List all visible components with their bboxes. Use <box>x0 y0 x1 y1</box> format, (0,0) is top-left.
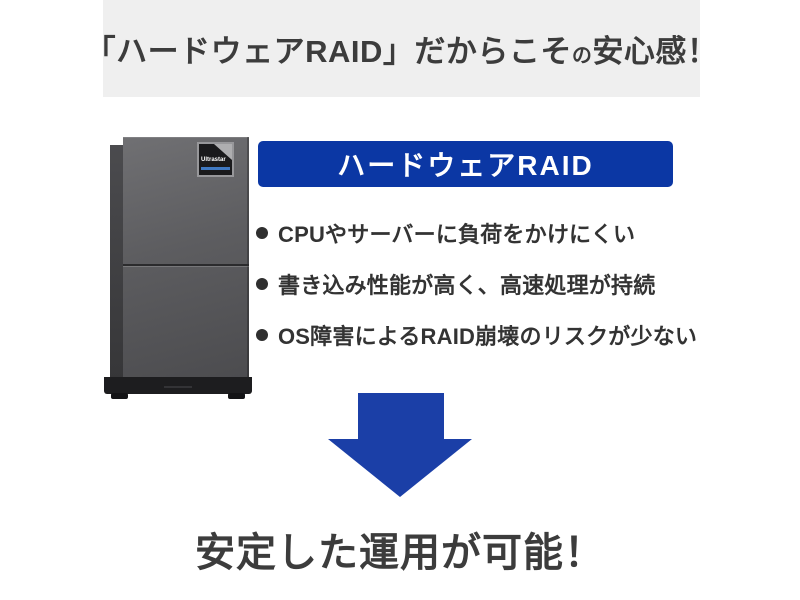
conclusion-line: 安定した運用が可能！ <box>0 520 800 578</box>
down-arrow-icon <box>358 393 444 439</box>
headline-small-no: の <box>571 45 593 67</box>
headline-part3: 安心感！ <box>592 34 719 69</box>
ultrastar-badge: Ultrastar <box>197 142 234 177</box>
badge-corner-triangle <box>214 144 232 160</box>
badge-brand-label: Ultrastar <box>201 157 226 163</box>
list-item: 書き込み性能が高く、高速処理が持続 <box>256 270 696 298</box>
device-foot-right <box>228 393 245 399</box>
list-item: OS障害によるRAID崩壊のリスクが少ない <box>256 321 698 349</box>
feature-title-bar: ハードウェアRAID <box>258 141 673 187</box>
device-base-stand <box>104 377 252 394</box>
device-foot-left <box>111 393 128 399</box>
bullet-text: OS障害によるRAID崩壊のリスクが少ない <box>278 324 698 349</box>
device-front-panel <box>123 137 249 377</box>
headline-banner: 「ハードウェアRAID」だからこその安心感！ <box>85 0 718 97</box>
device-panel-divider <box>123 264 249 267</box>
bullet-icon <box>256 278 268 290</box>
conclusion-text: 安定した運用が可能！ <box>195 531 605 575</box>
headline-text: 「ハードウェアRAID」だからこその安心感！ <box>85 26 719 71</box>
bullet-icon <box>256 329 268 341</box>
headline-part1: 「ハードウェアRAID」 <box>84 34 415 69</box>
badge-blue-stripe <box>201 167 230 170</box>
list-item: CPUやサーバーに負荷をかけにくい <box>256 219 696 247</box>
feature-bullet-list: CPUやサーバーに負荷をかけにくい 書き込み性能が高く、高速処理が持続 OS障害… <box>256 219 698 372</box>
raid-hdd-product-image: Ultrastar <box>104 130 252 400</box>
bullet-text: CPUやサーバーに負荷をかけにくい <box>278 222 636 247</box>
down-arrow-head <box>328 439 472 497</box>
bullet-text: 書き込み性能が高く、高速処理が持続 <box>278 273 656 298</box>
device-side-panel <box>110 145 124 381</box>
bullet-icon <box>256 227 268 239</box>
feature-title-text: ハードウェアRAID <box>337 150 594 181</box>
headline-part2: だからこそ <box>414 34 572 69</box>
